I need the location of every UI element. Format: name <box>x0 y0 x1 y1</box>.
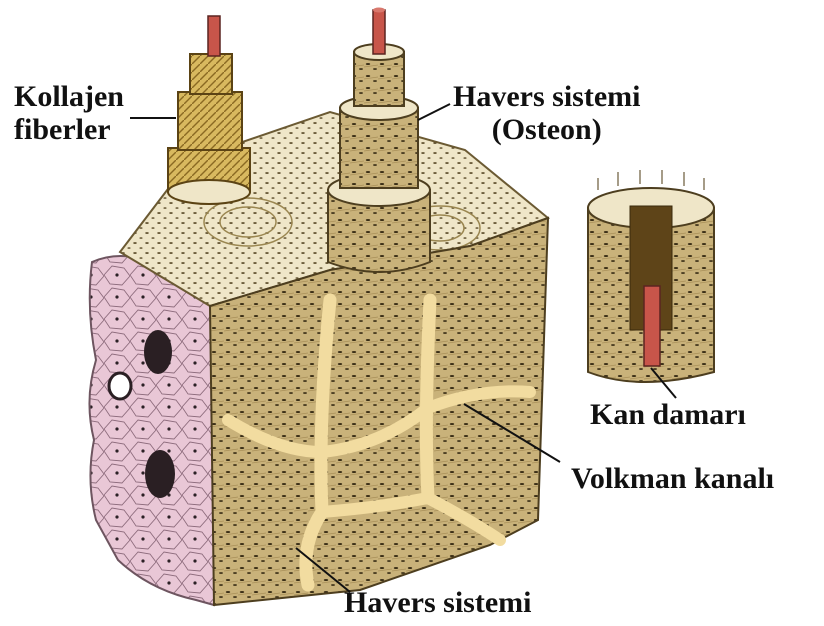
label-collagen-fibers: Kollajen fiberler <box>14 80 124 146</box>
collagen-fiber-cylinder <box>168 16 250 204</box>
label-haversian-osteon: Havers sistemi (Osteon) <box>453 80 640 146</box>
label-haversian-system-bottom: Havers sistemi <box>344 586 531 619</box>
label-volkmann-canal: Volkman kanalı <box>571 462 774 495</box>
label-haversian-line1: Havers sistemi <box>453 80 640 113</box>
blood-vessel-inset <box>588 170 714 382</box>
label-collagen-line1: Kollajen <box>14 80 124 113</box>
label-haversian-line2: (Osteon) <box>453 113 640 146</box>
osteon-cylinder <box>328 8 430 273</box>
label-collagen-line2: fiberler <box>14 113 124 146</box>
periosteum-layer <box>89 256 214 605</box>
label-blood-vessel: Kan damarı <box>590 398 746 431</box>
